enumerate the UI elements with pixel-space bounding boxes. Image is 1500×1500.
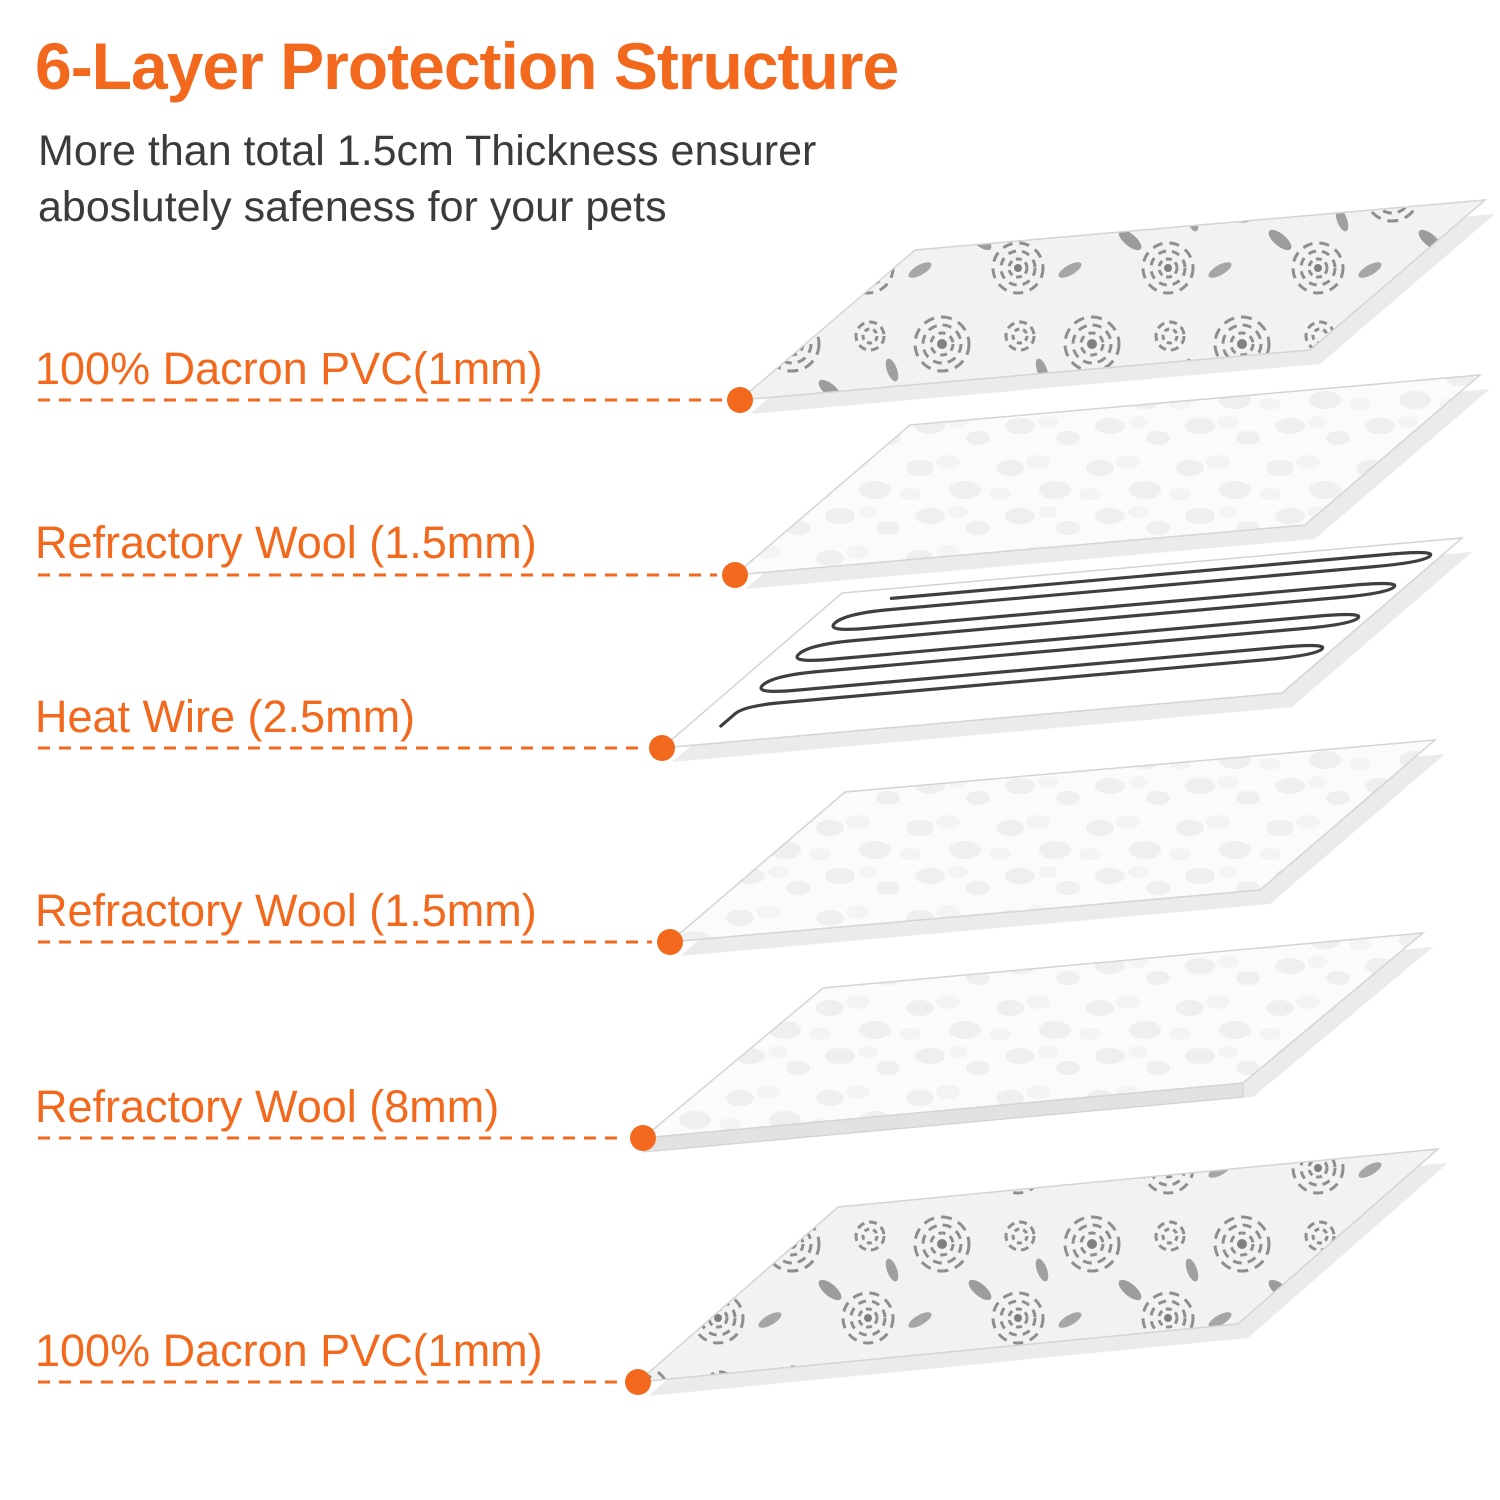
layer-dot-3 xyxy=(649,735,675,761)
layer-dot-5 xyxy=(630,1125,656,1151)
layer-dot-2 xyxy=(722,562,748,588)
layer-label-dacron-pvc-bottom: 100% Dacron PVC(1mm) xyxy=(35,1325,543,1376)
layer-sheet-5-refractory-wool-8mm xyxy=(640,932,1433,1153)
layer-dot-1 xyxy=(727,387,753,413)
layer-sheet-4-refractory-wool xyxy=(667,739,1445,956)
leader-lines xyxy=(38,387,753,1395)
layer-label-refractory-wool-1: Refractory Wool (1.5mm) xyxy=(35,517,537,568)
layer-sheet-3-heat-wire xyxy=(662,538,1472,762)
layer-sheet-2-refractory-wool xyxy=(732,374,1490,589)
layer-label-refractory-wool-2: Refractory Wool (1.5mm) xyxy=(35,885,537,936)
layer-label-heat-wire: Heat Wire (2.5mm) xyxy=(35,691,416,742)
layer-dot-4 xyxy=(657,929,683,955)
page-title: 6-Layer Protection Structure xyxy=(35,29,899,103)
heat-wire-serpentine xyxy=(715,550,1437,727)
layer-dot-6 xyxy=(625,1369,651,1395)
layer-sheet-6-dacron-pvc xyxy=(635,1148,1448,1396)
page-subtitle: More than total 1.5cm Thickness ensurer … xyxy=(38,127,817,231)
layer-label-dacron-pvc-top: 100% Dacron PVC(1mm) xyxy=(35,343,543,394)
layer-sheet-1-dacron-pvc xyxy=(737,199,1495,414)
layer-label-refractory-wool-8mm: Refractory Wool (8mm) xyxy=(35,1081,500,1132)
